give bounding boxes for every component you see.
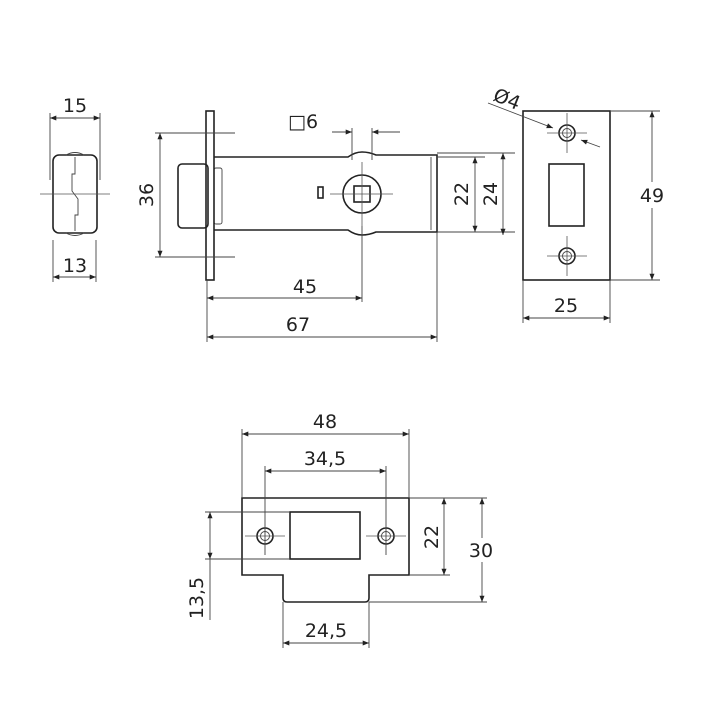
latch-main-view: 36 □6 22 24 45 67 bbox=[136, 110, 515, 342]
dim-side-bottom-width: 13 bbox=[63, 255, 87, 277]
dim-strike-total-height: 30 bbox=[469, 540, 493, 562]
dim-faceplate-width: 25 bbox=[554, 295, 578, 317]
faceplate-front-view: Ø4 49 25 bbox=[487, 84, 668, 323]
latch-body bbox=[214, 151, 438, 236]
dim-hole-diameter: Ø4 bbox=[490, 84, 523, 115]
dim-body-height: 22 bbox=[451, 182, 473, 206]
dim-strike-opening: 13,5 bbox=[186, 577, 208, 619]
faceplate bbox=[205, 110, 215, 281]
strike-plate bbox=[241, 497, 410, 603]
dim-backset: 45 bbox=[293, 276, 317, 298]
strike-opening bbox=[289, 511, 361, 560]
dim-hole-spacing: 34,5 bbox=[304, 448, 346, 470]
dim-faceplate-height-49: 49 bbox=[640, 185, 664, 207]
side-view: 15 13 bbox=[40, 95, 110, 282]
dim-strike-height: 22 bbox=[421, 525, 443, 549]
dim-spindle-square: □6 bbox=[288, 111, 318, 133]
dim-body-outer: 24 bbox=[480, 182, 502, 206]
dim-faceplate-height: 36 bbox=[136, 183, 158, 207]
dim-strike-width: 48 bbox=[313, 411, 337, 433]
latch-bolt bbox=[177, 163, 209, 229]
dim-tab-width: 24,5 bbox=[305, 620, 347, 642]
strike-plate-view: 48 34,5 22 30 13,5 24,5 bbox=[186, 411, 500, 648]
faceplate-front bbox=[522, 110, 611, 281]
dim-length: 67 bbox=[286, 314, 310, 336]
bolt-opening bbox=[548, 163, 585, 227]
dim-side-width: 15 bbox=[63, 95, 87, 117]
